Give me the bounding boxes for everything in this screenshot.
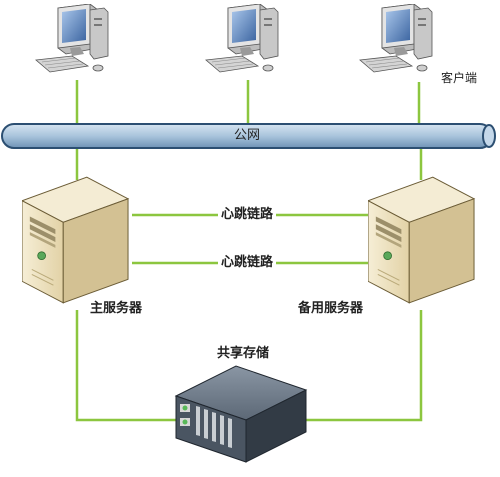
- heartbeat-label-2: 心跳链路: [218, 255, 277, 271]
- public-network-label: 公网: [234, 128, 261, 143]
- clients-label: 客户端: [441, 71, 478, 85]
- shared-storage-icon: [174, 365, 308, 463]
- backup-server-label: 备用服务器: [298, 301, 364, 316]
- heartbeat-label-1: 心跳链路: [218, 207, 277, 223]
- primary-server-label: 主服务器: [90, 301, 143, 316]
- client-computer-icon: [205, 4, 279, 73]
- shared-storage-label: 共享存储: [217, 346, 270, 361]
- backup-server-icon: [368, 176, 475, 304]
- public-network-bus: [1, 123, 496, 149]
- primary-storage-link: [75, 310, 178, 422]
- backup-storage-link: [290, 310, 423, 422]
- primary-server-icon: [22, 176, 129, 304]
- client-computer-icon: [35, 4, 109, 73]
- client-computer-icon: [359, 4, 433, 73]
